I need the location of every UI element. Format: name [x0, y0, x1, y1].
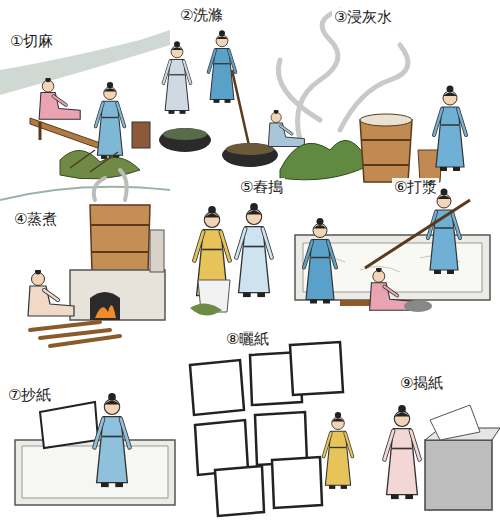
step-label: ⑧曬紙	[224, 330, 271, 348]
step-label: ⑦抄紙	[6, 386, 53, 404]
step-label: ③浸灰水	[332, 8, 394, 26]
step-label: ⑨揭紙	[398, 374, 445, 392]
step-label: ⑥打漿	[392, 178, 439, 196]
step-label: ④蒸煮	[12, 210, 59, 228]
step-label: ②洗滌	[178, 6, 225, 24]
step-label: ①切麻	[8, 32, 55, 50]
step-label: ⑤舂搗	[238, 178, 285, 196]
